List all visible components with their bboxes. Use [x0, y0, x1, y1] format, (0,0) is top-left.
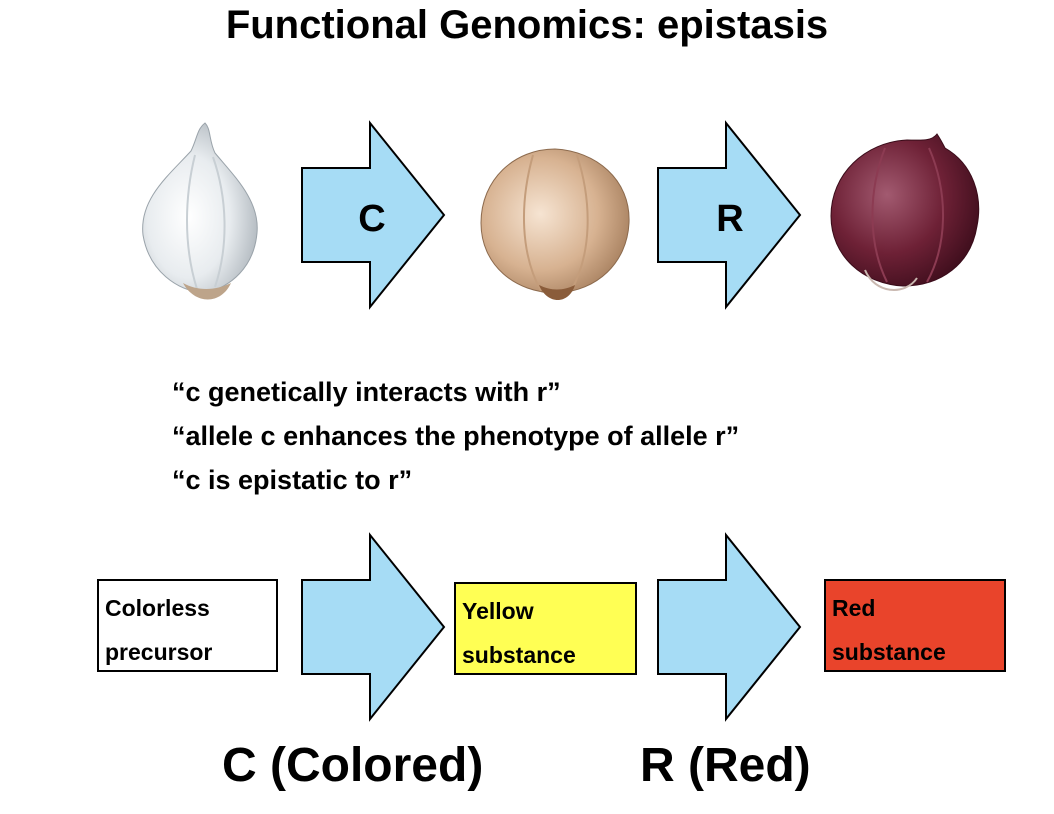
- arrow-c-label: C: [358, 198, 386, 240]
- gene-c-label: C (Colored): [222, 739, 484, 792]
- box-label-line: Yellow: [462, 598, 534, 624]
- slide-title: Functional Genomics: epistasis: [225, 3, 829, 47]
- pathway-arrow-r: [657, 532, 802, 722]
- quote-line: “c genetically interacts with r”: [172, 377, 561, 407]
- box-label-line: Red: [832, 595, 876, 621]
- quote-line: “c is epistatic to r”: [172, 465, 413, 495]
- arrow-c: [301, 120, 446, 310]
- colorless-precursor-box: Colorless precursor: [97, 579, 278, 672]
- box-label-line: substance: [832, 639, 946, 665]
- yellow-onion-image: [480, 148, 630, 300]
- box-label-line: substance: [462, 642, 576, 668]
- box-label-line: precursor: [105, 639, 213, 665]
- pathway-arrow-c: [301, 532, 446, 722]
- yellow-substance-box: Yellow substance: [454, 582, 637, 675]
- gene-r-label: R (Red): [640, 739, 811, 792]
- red-onion-image: [830, 133, 980, 291]
- quote-list: “c genetically interacts with r” “allele…: [172, 370, 739, 502]
- arrow-r-label: R: [716, 198, 744, 240]
- quote-line: “allele c enhances the phenotype of alle…: [172, 421, 740, 451]
- red-substance-box: Red substance: [824, 579, 1006, 672]
- white-onion-image: [142, 122, 258, 300]
- arrow-r: [657, 120, 802, 310]
- box-label-line: Colorless: [105, 595, 210, 621]
